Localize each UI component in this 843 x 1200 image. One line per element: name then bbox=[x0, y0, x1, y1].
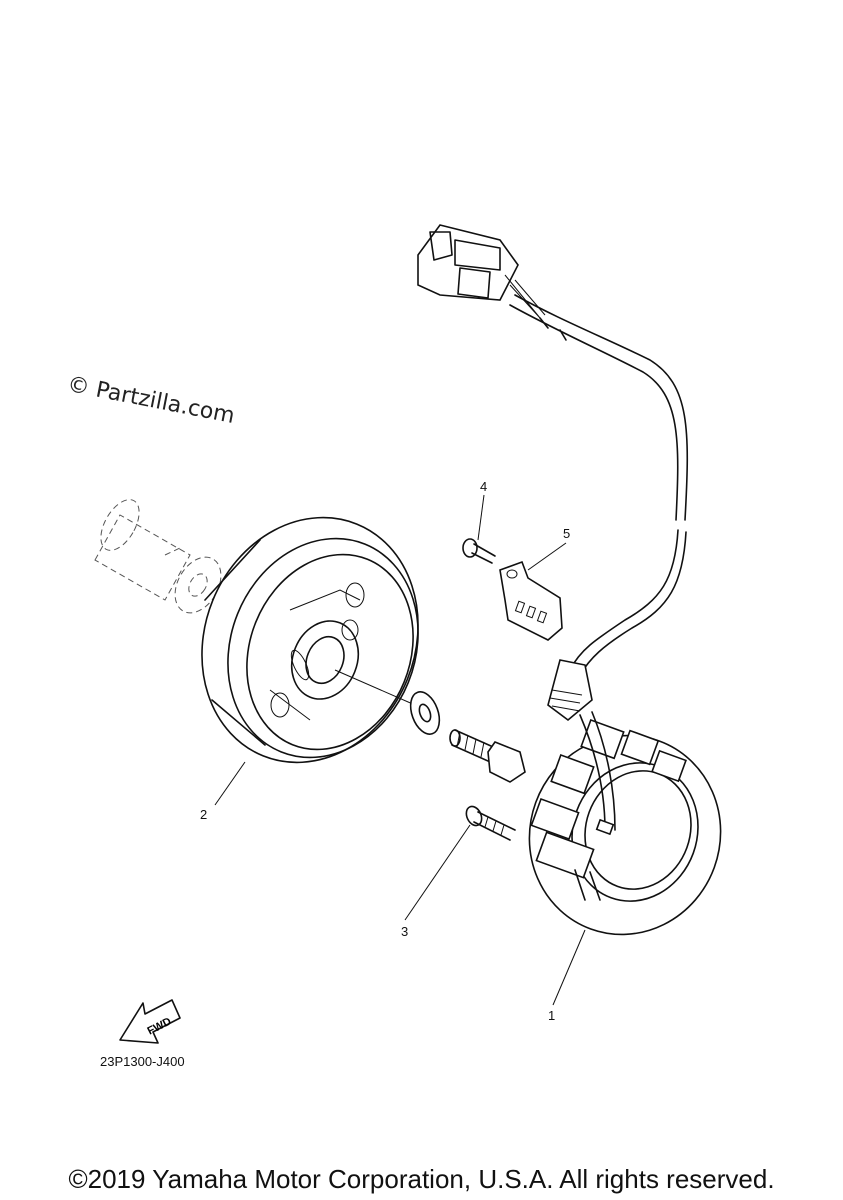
washer bbox=[409, 691, 441, 735]
wire-harness bbox=[509, 294, 689, 836]
wire-clamp bbox=[499, 560, 563, 641]
copyright-notice: ©2019 Yamaha Motor Corporation, U.S.A. A… bbox=[68, 1164, 775, 1194]
clamp-bolt bbox=[462, 538, 496, 564]
assembly-centerline bbox=[334, 669, 416, 706]
rotor-bolt bbox=[449, 729, 526, 783]
harness-connector bbox=[417, 224, 546, 319]
fwd-label: FWD bbox=[145, 1015, 173, 1037]
callout-1: 1 bbox=[548, 1008, 556, 1023]
stator-screw bbox=[465, 805, 516, 841]
callout-3: 3 bbox=[401, 924, 409, 939]
fwd-arrow-icon: FWD bbox=[119, 999, 181, 1044]
callout-5: 5 bbox=[563, 526, 571, 541]
rotor-flywheel bbox=[201, 516, 419, 764]
part-code: 23P1300-J400 bbox=[100, 1054, 185, 1069]
callout-4: 4 bbox=[480, 479, 488, 494]
crankshaft-end bbox=[94, 499, 222, 614]
stator-assembly bbox=[528, 719, 722, 936]
callout-2: 2 bbox=[200, 807, 208, 822]
callout-leaders bbox=[214, 494, 586, 1006]
